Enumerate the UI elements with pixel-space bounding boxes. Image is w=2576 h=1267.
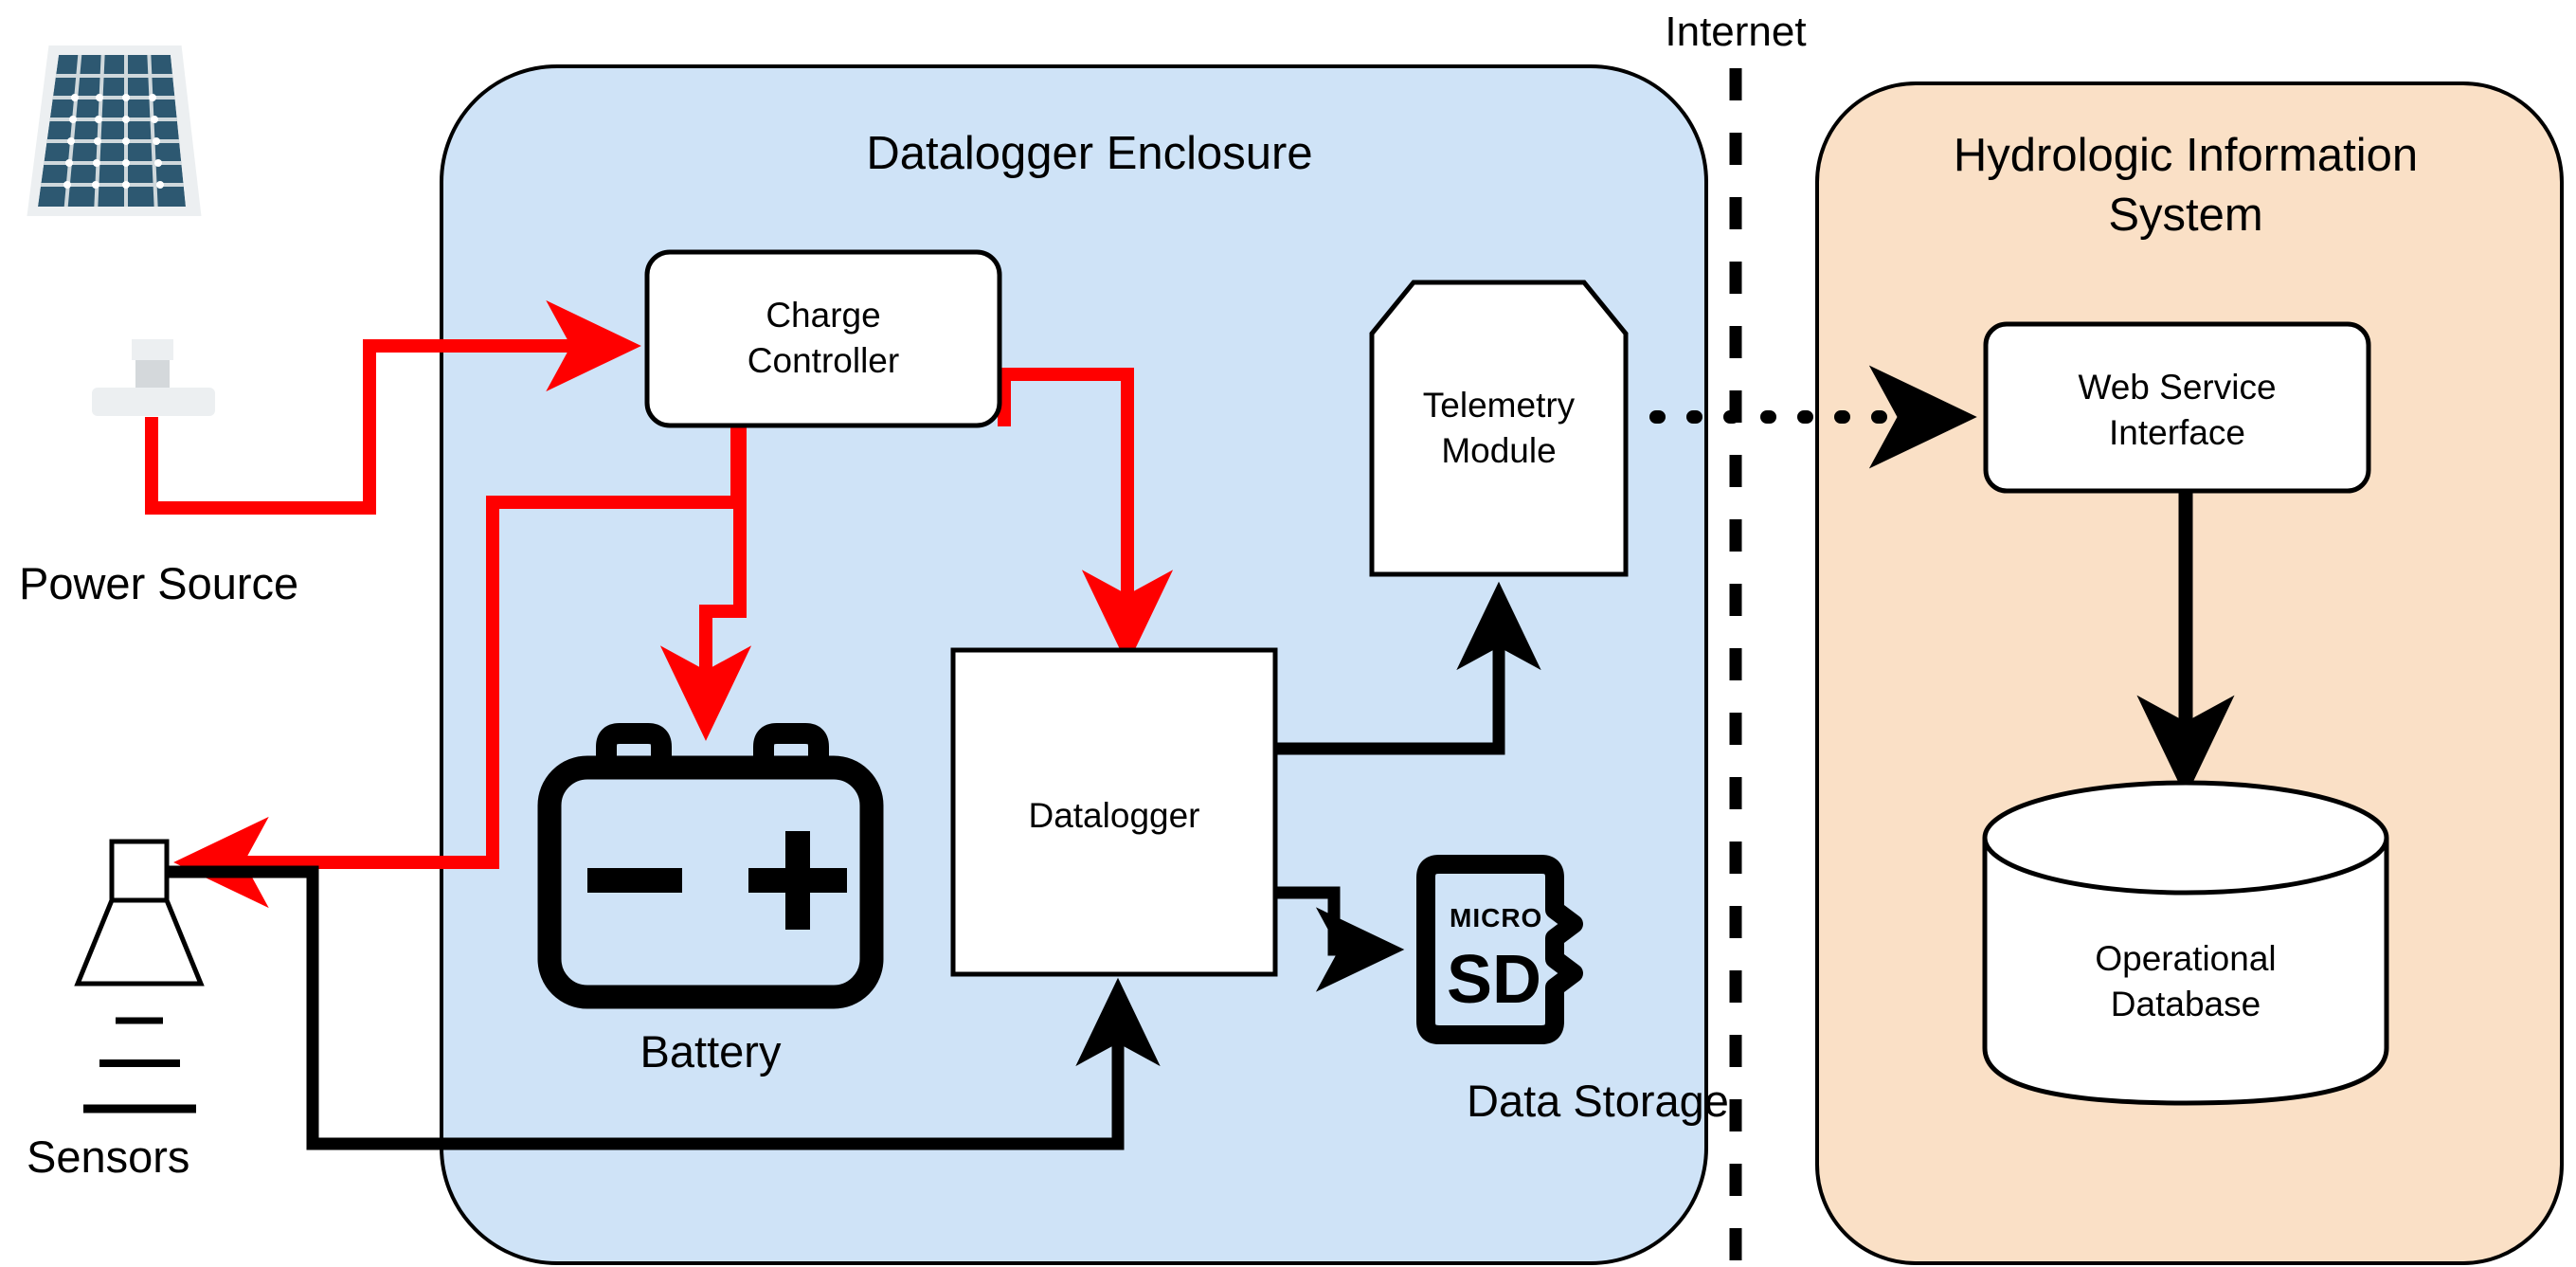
wire-sensors-to-datalogger bbox=[167, 865, 1161, 1150]
database-cylinder-body[interactable] bbox=[1982, 838, 2389, 1106]
solar-panel-icon bbox=[27, 45, 215, 416]
panel-foot bbox=[92, 388, 215, 416]
battery-body bbox=[537, 755, 884, 1009]
web-service-interface-box[interactable] bbox=[1983, 321, 2371, 494]
data-storage-label: Data Storage bbox=[1467, 1076, 1729, 1126]
enclosure-title: Datalogger Enclosure bbox=[866, 128, 1312, 179]
internet-divider: Internet bbox=[1665, 9, 1807, 1267]
battery-label: Battery bbox=[640, 1026, 782, 1077]
power-source-label: Power Source bbox=[19, 558, 298, 608]
minus-symbol-icon bbox=[587, 868, 682, 893]
charge-controller-label-line2: Controller bbox=[748, 341, 899, 380]
telemetry-module-node[interactable]: Telemetry Module bbox=[1369, 280, 1629, 577]
microsd-card-icon: MICRO SD bbox=[1416, 855, 1583, 1044]
operational-database-node[interactable]: Operational Database bbox=[1982, 780, 2389, 1106]
sensor-head bbox=[109, 839, 170, 903]
data-wiring bbox=[167, 491, 2235, 1150]
wire-charge-controller-to-battery bbox=[659, 422, 752, 741]
wire-charge-controller-to-datalogger bbox=[998, 368, 1174, 665]
operational-database-label-line2: Database bbox=[2111, 985, 2261, 1023]
microsd-outline bbox=[1416, 855, 1583, 1044]
datalogger-label: Datalogger bbox=[1028, 796, 1199, 835]
panel-cells bbox=[38, 55, 186, 207]
wire-datalogger-to-telemetry bbox=[1275, 581, 1541, 755]
sensor-icon bbox=[74, 839, 205, 1113]
charge-controller-node[interactable]: Charge Controller bbox=[644, 249, 1002, 428]
telemetry-module-box[interactable] bbox=[1369, 280, 1629, 577]
battery-terminal-positive bbox=[753, 723, 829, 768]
wire-solar-to-charge-controller bbox=[145, 299, 641, 515]
database-cylinder-top bbox=[1982, 780, 2389, 896]
internet-label: Internet bbox=[1665, 9, 1806, 55]
his-title-line2: System bbox=[2108, 190, 2262, 241]
microsd-sd-text: SD bbox=[1447, 942, 1541, 1018]
microsd-micro-text: MICRO bbox=[1450, 903, 1542, 932]
web-service-interface-label-line1: Web Service bbox=[2078, 368, 2276, 407]
web-service-interface-label-line2: Interface bbox=[2109, 413, 2245, 452]
his-title-line1: Hydrologic Information bbox=[1954, 130, 2418, 181]
battery-terminal-negative bbox=[596, 723, 672, 768]
charge-controller-label-line1: Charge bbox=[766, 296, 880, 335]
datalogger-node[interactable]: Datalogger bbox=[950, 647, 1278, 977]
sensor-cone bbox=[74, 897, 205, 986]
web-service-interface-node[interactable]: Web Service Interface bbox=[1983, 321, 2371, 494]
datalogger-box[interactable] bbox=[950, 647, 1278, 977]
operational-database-label-line1: Operational bbox=[2095, 939, 2276, 978]
battery-icon bbox=[537, 723, 884, 1009]
power-wiring bbox=[145, 299, 1174, 909]
telemetry-module-label-line2: Module bbox=[1441, 431, 1556, 470]
panel-mount bbox=[132, 339, 173, 360]
plus-symbol-icon bbox=[748, 831, 847, 930]
sensors-label: Sensors bbox=[27, 1131, 189, 1182]
charge-controller-box[interactable] bbox=[644, 249, 1002, 428]
wire-datalogger-to-data-storage bbox=[1275, 886, 1405, 992]
telemetry-module-label-line1: Telemetry bbox=[1423, 386, 1576, 425]
wire-charge-controller-to-sensors bbox=[173, 426, 744, 909]
